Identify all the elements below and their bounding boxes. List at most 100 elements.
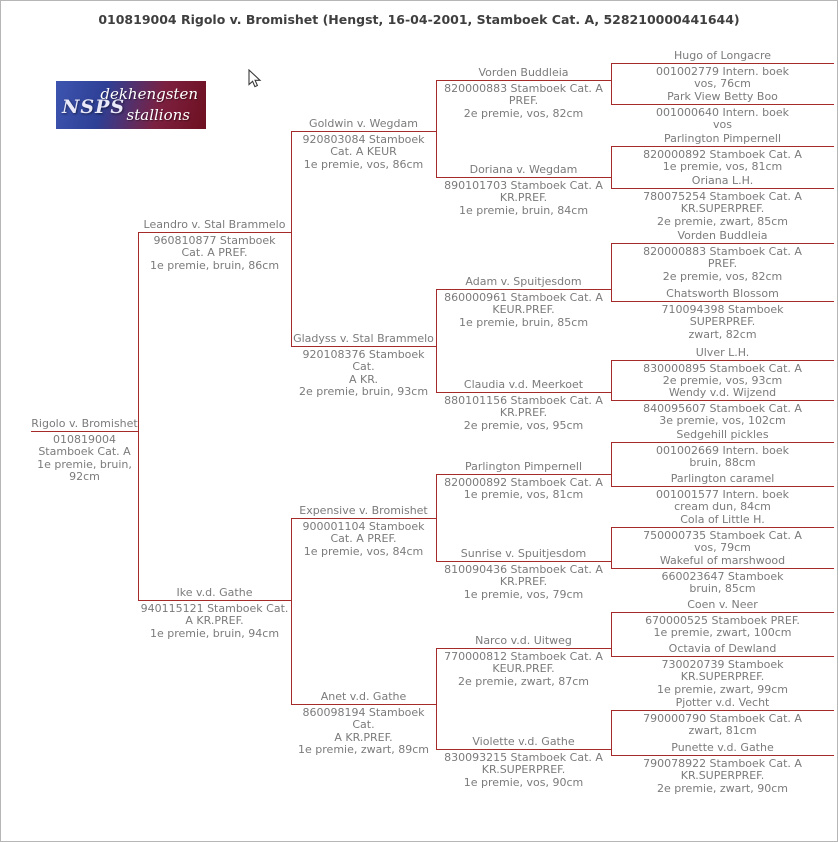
tree-connector — [611, 710, 612, 755]
pedigree-node: Sunrise v. Spuitjesdom 810090436 Stamboek… — [436, 547, 611, 601]
horse-details: 830093215 Stamboek Cat. A KR.SUPERPREF. … — [444, 751, 603, 789]
horse-name-link[interactable]: Punette v.d. Gathe — [671, 741, 774, 754]
horse-name-link[interactable]: Wakeful of marshwood — [659, 554, 786, 567]
horse-name-link[interactable]: Chatsworth Blossom — [666, 287, 779, 300]
horse-name-link[interactable]: Ike v.d. Gathe — [176, 586, 253, 599]
pedigree-node: Cola of Little H. 750000735 Stamboek Cat.… — [611, 513, 834, 555]
pedigree-node: Leandro v. Stal Brammelo 960810877 Stambo… — [138, 218, 291, 272]
tree-connector — [611, 612, 612, 656]
horse-name-link[interactable]: Parlington caramel — [670, 472, 775, 485]
horse-name-link[interactable]: Narco v.d. Uitweg — [475, 634, 572, 647]
horse-name-link[interactable]: Pjotter v.d. Vecht — [675, 696, 770, 709]
horse-name-link[interactable]: Wendy v.d. Wijzend — [668, 386, 777, 399]
horse-details: 730020739 Stamboek KR.SUPERPREF. 1e prem… — [657, 658, 788, 696]
horse-details: 820000892 Stamboek Cat. A 1e premie, vos… — [444, 476, 603, 502]
horse-details: 001000640 Intern. boek vos — [656, 106, 789, 132]
logo-nsps-text: NSPS — [62, 96, 126, 118]
pedigree-node: Ulver L.H. 830000895 Stamboek Cat. A 2e p… — [611, 346, 834, 388]
horse-name-link[interactable]: Rigolo v. Bromishet — [31, 417, 138, 430]
horse-name-link[interactable]: Octavia of Dewland — [668, 642, 777, 655]
horse-details: 920803084 Stamboek Cat. A KEUR 1e premie… — [302, 133, 425, 171]
horse-name-link[interactable]: Oriana L.H. — [691, 174, 754, 187]
horse-name-link[interactable]: Violette v.d. Gathe — [472, 735, 575, 748]
horse-name-link[interactable]: Vorden Buddleia — [677, 229, 768, 242]
logo-stallions-text: stallions — [126, 106, 190, 124]
tree-connector — [436, 648, 437, 749]
pedigree-node: Vorden Buddleia 820000883 Stamboek Cat. A… — [436, 66, 611, 120]
horse-name-link[interactable]: Anet v.d. Gathe — [320, 690, 407, 703]
tree-connector — [436, 80, 437, 177]
horse-name-link[interactable]: Doriana v. Wegdam — [469, 163, 578, 176]
horse-details: 750000735 Stamboek Cat. A vos, 79cm — [643, 529, 802, 555]
horse-name-link[interactable]: Vorden Buddleia — [478, 66, 569, 79]
horse-details: 010819004 Stamboek Cat. A 1e premie, bru… — [37, 433, 132, 484]
horse-name-link[interactable]: Cola of Little H. — [680, 513, 765, 526]
tree-connector — [611, 360, 612, 400]
pedigree-node: Wendy v.d. Wijzend 840095607 Stamboek Cat… — [611, 386, 834, 428]
horse-details: 001002669 Intern. boek bruin, 88cm — [656, 444, 789, 470]
horse-name-link[interactable]: Leandro v. Stal Brammelo — [143, 218, 286, 231]
horse-name-link[interactable]: Adam v. Spuitjesdom — [465, 275, 582, 288]
horse-details: 780075254 Stamboek Cat. A KR.SUPERPREF. … — [643, 190, 802, 228]
pedigree-node: Wakeful of marshwood 660023647 Stamboek b… — [611, 554, 834, 596]
tree-connector — [436, 474, 437, 561]
nsps-logo[interactable]: NSPS dekhengsten stallions — [56, 81, 206, 129]
horse-details: 710094398 Stamboek SUPERPREF. zwart, 82c… — [661, 303, 784, 341]
horse-details: 001001577 Intern. boek cream dun, 84cm — [656, 488, 789, 514]
horse-details: 660023647 Stamboek bruin, 85cm — [661, 570, 784, 596]
horse-details: 920108376 Stamboek Cat. A KR. 2e premie,… — [298, 348, 429, 399]
pedigree-node: Parlington caramel 001001577 Intern. boek… — [611, 472, 834, 514]
horse-details: 820000892 Stamboek Cat. A 1e premie, vos… — [643, 148, 802, 174]
horse-details: 860000961 Stamboek Cat. A KEUR.PREF. 1e … — [444, 291, 603, 329]
horse-details: 900001104 Stamboek Cat. A PREF. 1e premi… — [302, 520, 425, 558]
horse-name-link[interactable]: Sedgehill pickles — [676, 428, 769, 441]
horse-details: 790000790 Stamboek Cat. A zwart, 81cm — [643, 712, 802, 738]
pedigree-node: Punette v.d. Gathe 790078922 Stamboek Cat… — [611, 741, 834, 795]
pedigree-node: Sedgehill pickles 001002669 Intern. boek … — [611, 428, 834, 470]
horse-name-link[interactable]: Hugo of Longacre — [673, 49, 772, 62]
horse-details: 960810877 Stamboek Cat. A PREF. 1e premi… — [149, 234, 280, 272]
horse-details: 840095607 Stamboek Cat. A 3e premie, vos… — [643, 402, 802, 428]
pedigree-node: Expensive v. Bromishet 900001104 Stamboek… — [291, 504, 436, 558]
horse-name-link[interactable]: Claudia v.d. Meerkoet — [463, 378, 584, 391]
horse-name-link[interactable]: Ulver L.H. — [695, 346, 750, 359]
horse-name-link[interactable]: Expensive v. Bromishet — [299, 504, 428, 517]
horse-details: 770000812 Stamboek Cat. A KEUR.PREF. 2e … — [444, 650, 603, 688]
horse-details: 890101703 Stamboek Cat. A KR.PREF. 1e pr… — [444, 179, 603, 217]
pedigree-node: Parlington Pimpernell 820000892 Stamboek … — [611, 132, 834, 174]
pedigree-node: Violette v.d. Gathe 830093215 Stamboek Ca… — [436, 735, 611, 789]
horse-name-link[interactable]: Gladyss v. Stal Brammelo — [293, 332, 434, 345]
tree-connector — [291, 131, 292, 346]
horse-details: 860098194 Stamboek Cat. A KR.PREF. 1e pr… — [298, 706, 429, 757]
horse-details: 820000883 Stamboek Cat. A PREF. 2e premi… — [643, 245, 802, 283]
pedigree-node: Anet v.d. Gathe 860098194 Stamboek Cat. A… — [291, 690, 436, 757]
pedigree-node: Goldwin v. Wegdam 920803084 Stamboek Cat.… — [291, 117, 436, 171]
tree-connector — [138, 232, 139, 600]
tree-connector — [611, 146, 612, 188]
horse-details: 820000883 Stamboek Cat. A PREF. 2e premi… — [444, 82, 603, 120]
pedigree-node: Oriana L.H. 780075254 Stamboek Cat. A KR.… — [611, 174, 834, 228]
tree-connector — [611, 527, 612, 568]
tree-connector — [436, 289, 437, 392]
horse-details: 790078922 Stamboek Cat. A KR.SUPERPREF. … — [643, 757, 802, 795]
horse-name-link[interactable]: Park View Betty Boo — [667, 90, 778, 103]
horse-name-link[interactable]: Parlington Pimpernell — [464, 460, 583, 473]
horse-name-link[interactable]: Coen v. Neer — [687, 598, 758, 611]
tree-connector — [611, 63, 612, 104]
pedigree-node: Doriana v. Wegdam 890101703 Stamboek Cat.… — [436, 163, 611, 217]
horse-name-link[interactable]: Goldwin v. Wegdam — [309, 117, 418, 130]
horse-details: 810090436 Stamboek Cat. A KR.PREF. 1e pr… — [444, 563, 603, 601]
mouse-cursor — [248, 69, 262, 88]
tree-connector — [291, 518, 292, 704]
horse-name-link[interactable]: Sunrise v. Spuitjesdom — [460, 547, 587, 560]
pedigree-node: Octavia of Dewland 730020739 Stamboek KR.… — [611, 642, 834, 696]
horse-name-link[interactable]: Parlington Pimpernell — [663, 132, 782, 145]
horse-details: 830000895 Stamboek Cat. A 2e premie, vos… — [643, 362, 802, 388]
pedigree-node: Narco v.d. Uitweg 770000812 Stamboek Cat.… — [436, 634, 611, 688]
pedigree-node: Chatsworth Blossom 710094398 Stamboek SUP… — [611, 287, 834, 341]
